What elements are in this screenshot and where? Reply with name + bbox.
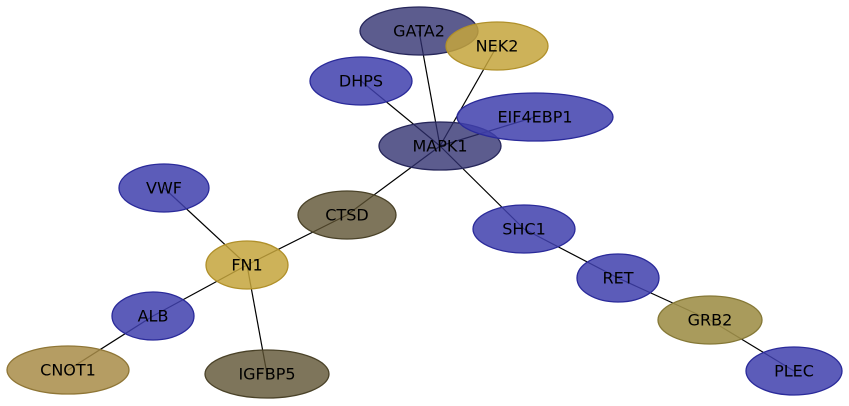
node-shc1[interactable]: SHC1 [472,204,576,254]
node-igfbp5[interactable]: IGFBP5 [204,349,330,399]
node-vwf[interactable]: VWF [118,163,210,213]
node-label: IGFBP5 [238,365,295,384]
node-shape[interactable] [456,92,614,142]
node-label: ALB [138,307,169,326]
node-label: CTSD [325,206,368,225]
node-label: GRB2 [688,311,733,330]
node-label: PLEC [774,362,814,381]
node-shape[interactable] [378,121,502,171]
node-label: RET [603,269,634,288]
node-label: GATA2 [393,22,445,41]
node-label: MAPK1 [412,137,467,156]
node-label: SHC1 [502,220,546,239]
node-label: DHPS [339,72,383,91]
node-shape[interactable] [445,21,549,71]
node-label: NEK2 [476,37,519,56]
node-cnot1[interactable]: CNOT1 [6,345,130,395]
node-shape[interactable] [745,346,843,396]
node-ret[interactable]: RET [576,253,660,303]
node-shape[interactable] [309,56,413,106]
node-shape[interactable] [6,345,130,395]
node-shape[interactable] [297,190,397,240]
node-shape[interactable] [118,163,210,213]
node-alb[interactable]: ALB [111,291,195,341]
node-label: FN1 [231,256,262,275]
node-shape[interactable] [472,204,576,254]
node-nek2[interactable]: NEK2 [445,21,549,71]
node-label: CNOT1 [40,361,96,380]
node-label: VWF [146,179,182,198]
node-label: EIF4EBP1 [497,108,572,127]
node-grb2[interactable]: GRB2 [657,295,763,345]
node-plec[interactable]: PLEC [745,346,843,396]
node-eif4ebp1[interactable]: EIF4EBP1 [456,92,614,142]
node-mapk1[interactable]: MAPK1 [378,121,502,171]
node-shape[interactable] [111,291,195,341]
node-shape[interactable] [576,253,660,303]
node-fn1[interactable]: FN1 [205,240,289,290]
node-ctsd[interactable]: CTSD [297,190,397,240]
node-shape[interactable] [205,240,289,290]
node-dhps[interactable]: DHPS [309,56,413,106]
node-shape[interactable] [657,295,763,345]
node-shape[interactable] [204,349,330,399]
